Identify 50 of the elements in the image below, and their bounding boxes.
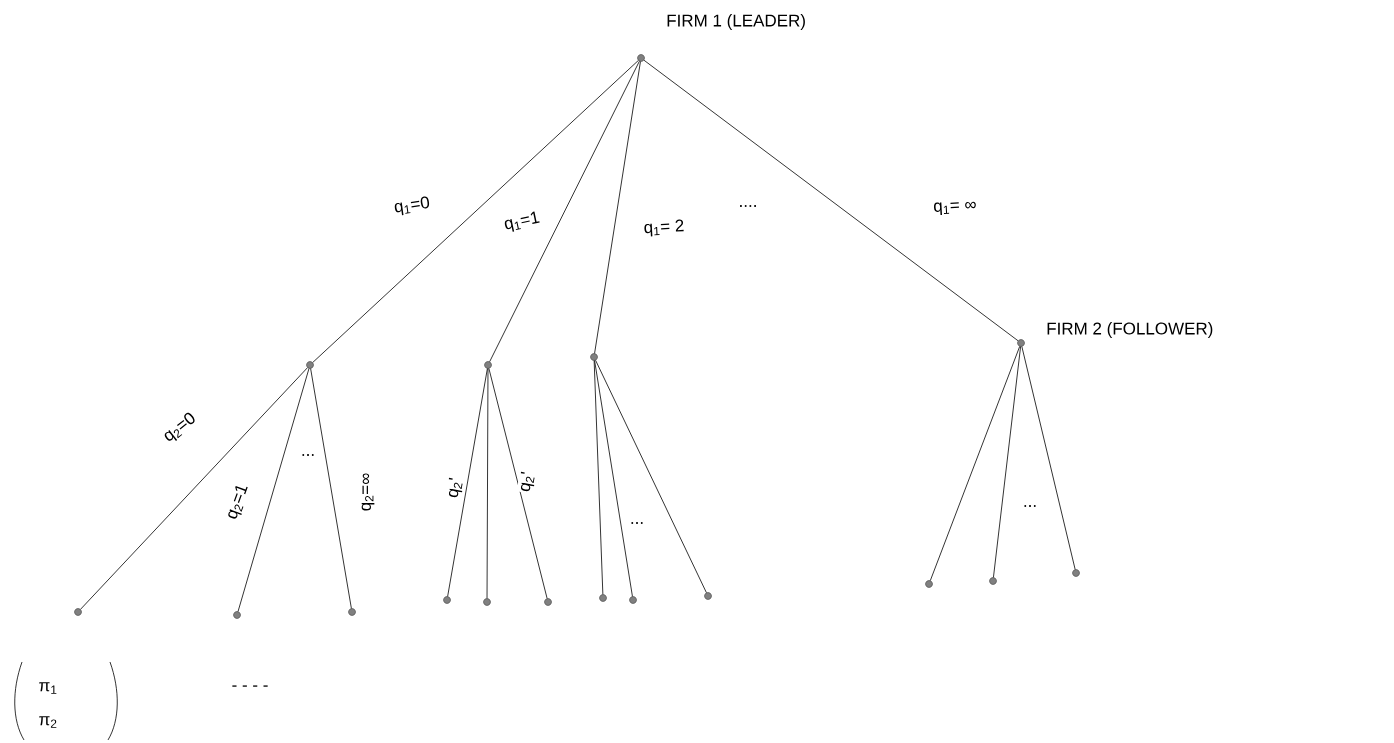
edge-label: q$_{1}$= ∞ — [932, 199, 979, 217]
tree-node — [484, 361, 492, 369]
edge-label: q$_{2}$=0 — [159, 409, 201, 447]
node-label: FIRM 2 (FOLLOWER) — [1047, 322, 1213, 338]
branch-line — [489, 60, 640, 363]
label: - - - - — [232, 685, 268, 687]
tree-node — [925, 580, 933, 588]
branch-line — [488, 368, 548, 599]
branch-line — [310, 368, 352, 609]
branch-line — [486, 368, 489, 599]
edge-label: q$_{2}$' — [516, 469, 538, 495]
branch-line — [595, 359, 707, 594]
branch-line — [447, 368, 488, 597]
tree-node — [629, 596, 637, 604]
tree-node — [704, 592, 712, 600]
label: .... — [740, 205, 756, 207]
tree-node — [590, 353, 598, 361]
tree-node: FIRM 1 (LEADER) — [637, 14, 805, 62]
label: ... — [631, 522, 643, 524]
label: π$_{2}$ — [39, 716, 57, 728]
tree-node — [1072, 569, 1080, 577]
edge-label: q$_{2}$' — [444, 475, 466, 501]
label: π$_{1}$ — [39, 682, 57, 694]
edge-label: q$_{2}$=1 — [223, 481, 253, 523]
node-label: FIRM 1 (LEADER) — [667, 14, 805, 30]
branch-line — [643, 59, 1019, 342]
edge-label: q$_{1}$=1 — [501, 209, 543, 235]
edge-label: q$_{1}$=0 — [392, 194, 432, 218]
tree-node — [544, 598, 552, 606]
branch-line — [594, 360, 633, 597]
branch-line — [929, 346, 1021, 581]
edge-label: q$_{1}$= 2 — [642, 218, 686, 238]
label: ... — [1024, 505, 1036, 507]
branch-line — [237, 368, 310, 612]
branch-line — [312, 60, 639, 363]
label: ... — [302, 454, 314, 456]
tree-node — [233, 611, 241, 619]
branch-line — [993, 346, 1021, 578]
tree-node — [306, 361, 314, 369]
tree-node — [348, 608, 356, 616]
tree-node — [443, 596, 451, 604]
tree-node — [989, 577, 997, 585]
branch-line — [80, 367, 308, 610]
tree-node — [599, 594, 607, 602]
branch-line — [1021, 346, 1076, 570]
tree-node — [74, 608, 82, 616]
tree-node — [483, 598, 491, 606]
branch-line — [594, 61, 641, 354]
tree-node: FIRM 2 (FOLLOWER) — [1017, 322, 1213, 347]
edge-label: q$_{2}$=∞ — [360, 471, 376, 513]
